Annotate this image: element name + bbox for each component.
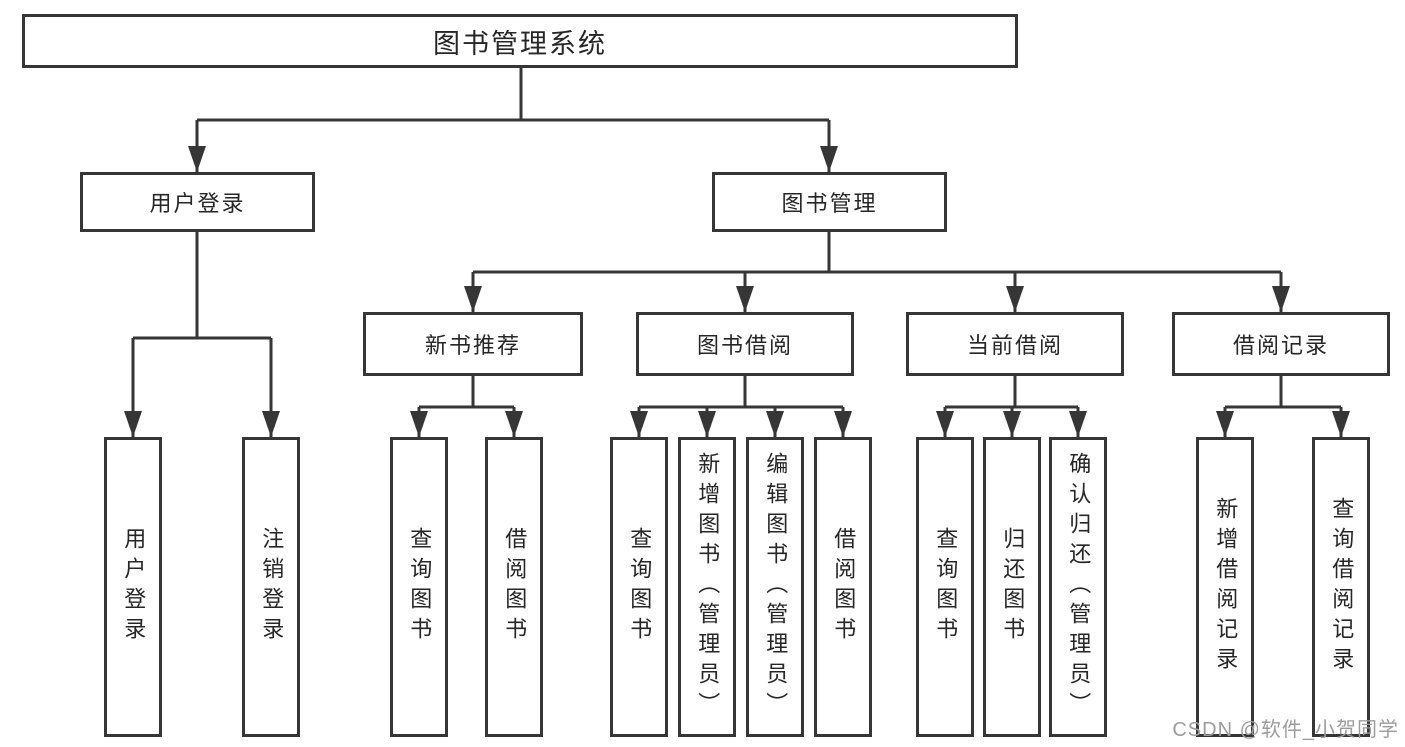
leaf-return-books: 归还图书 (983, 437, 1041, 737)
arrowhead-icon (1332, 411, 1350, 437)
node-borrow-records: 借阅记录 (1172, 312, 1390, 376)
leaf-add-borrow-record-label: 新增借阅记录 (1213, 497, 1239, 677)
arrowhead-icon (124, 411, 142, 437)
arrowhead-icon (1216, 411, 1234, 437)
arrowhead-icon (736, 286, 754, 312)
leaf-logout-label: 注销登录 (259, 527, 285, 647)
leaf-logout: 注销登录 (242, 437, 300, 737)
leaf-borrow-books-recommend-label: 借阅图书 (502, 527, 528, 647)
leaf-add-borrow-record: 新增借阅记录 (1196, 437, 1254, 737)
arrowheads (124, 146, 1350, 437)
node-new-book-recommend-label: 新书推荐 (424, 333, 521, 358)
leaf-query-books-borrow-label: 查询图书 (627, 527, 653, 647)
leaf-query-books-borrow: 查询图书 (610, 437, 668, 737)
arrowhead-icon (188, 146, 206, 172)
leaf-borrow-books-label: 借阅图书 (831, 527, 857, 647)
node-current-borrow-label: 当前借阅 (966, 333, 1063, 358)
connector-paths (131, 68, 1343, 437)
node-borrow-records-label: 借阅记录 (1232, 333, 1329, 358)
leaf-borrow-books-recommend: 借阅图书 (485, 437, 543, 737)
arrowhead-icon (464, 286, 482, 312)
leaf-user-login-label: 用户登录 (121, 527, 147, 647)
arrowhead-icon (1272, 286, 1290, 312)
leaf-query-borrow-record-label: 查询借阅记录 (1329, 497, 1355, 677)
arrowhead-icon (1003, 411, 1021, 437)
leaf-edit-books-admin: 编辑图书（管理员） (746, 437, 804, 737)
leaf-query-borrow-record: 查询借阅记录 (1312, 437, 1370, 737)
leaf-edit-books-admin-label: 编辑图书（管理员） (763, 452, 789, 722)
arrowhead-icon (1006, 286, 1024, 312)
node-root-label: 图书管理系统 (433, 28, 607, 59)
node-new-book-recommend: 新书推荐 (363, 312, 583, 376)
node-book-borrow: 图书借阅 (636, 312, 854, 376)
node-current-borrow: 当前借阅 (906, 312, 1124, 376)
arrowhead-icon (698, 411, 716, 437)
arrowhead-icon (262, 411, 280, 437)
leaf-confirm-return-admin-label: 确认归还（管理员） (1066, 452, 1092, 722)
node-user-login-label: 用户登录 (149, 191, 246, 216)
arrowhead-icon (820, 146, 838, 172)
leaf-add-books-admin: 新增图书（管理员） (678, 437, 736, 737)
leaf-query-books-current: 查询图书 (916, 437, 974, 737)
arrowhead-icon (834, 411, 852, 437)
node-root: 图书管理系统 (22, 14, 1018, 68)
arrowhead-icon (1069, 411, 1087, 437)
leaf-query-books-recommend: 查询图书 (390, 437, 448, 737)
arrowhead-icon (936, 411, 954, 437)
leaf-return-books-label: 归还图书 (1000, 527, 1026, 647)
leaf-add-books-admin-label: 新增图书（管理员） (695, 452, 721, 722)
node-book-management: 图书管理 (712, 172, 947, 232)
arrowhead-icon (410, 411, 428, 437)
arrowhead-icon (505, 411, 523, 437)
leaf-query-books-recommend-label: 查询图书 (407, 527, 433, 647)
node-user-login: 用户登录 (80, 172, 315, 232)
node-book-borrow-label: 图书借阅 (696, 333, 793, 358)
node-book-management-label: 图书管理 (781, 191, 878, 216)
leaf-query-books-current-label: 查询图书 (933, 527, 959, 647)
watermark: CSDN @软件_小贺同学 (1172, 719, 1399, 741)
leaf-borrow-books: 借阅图书 (814, 437, 872, 737)
arrowhead-icon (630, 411, 648, 437)
arrowhead-icon (766, 411, 784, 437)
leaf-user-login: 用户登录 (104, 437, 162, 737)
leaf-confirm-return-admin: 确认归还（管理员） (1049, 437, 1107, 737)
